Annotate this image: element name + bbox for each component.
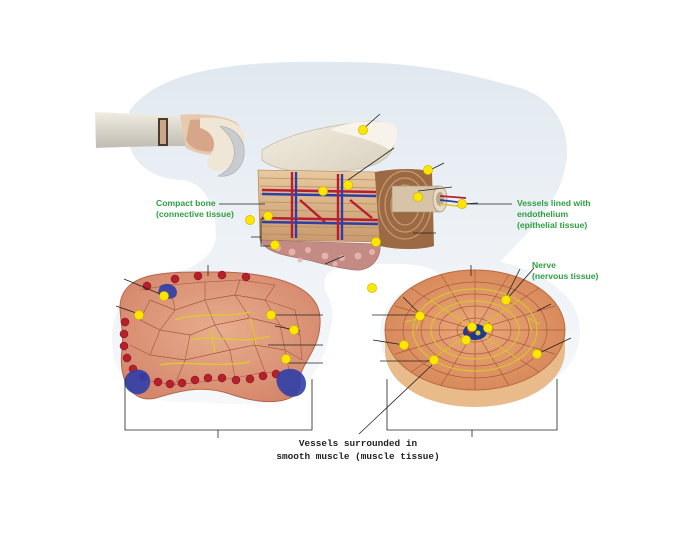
callout-marker[interactable]	[263, 211, 273, 221]
label-nerve-line1: Nerve	[532, 260, 556, 270]
label-compact-bone-line1: Compact bone	[156, 198, 216, 208]
callout-marker[interactable]	[159, 291, 169, 301]
callout-marker[interactable]	[413, 192, 423, 202]
right-nerve-network	[404, 288, 541, 372]
osteon-cross-section	[384, 269, 566, 407]
label-vessels-smooth-muscle-line2: smooth muscle (muscle tissue)	[276, 451, 440, 462]
callout-marker[interactable]	[367, 283, 377, 293]
callout-marker[interactable]	[343, 180, 353, 190]
marker-group	[134, 125, 542, 365]
callout-marker[interactable]	[289, 325, 299, 335]
callout-marker[interactable]	[415, 311, 425, 321]
callout-marker[interactable]	[483, 323, 493, 333]
callout-marker[interactable]	[266, 310, 276, 320]
callout-marker[interactable]	[429, 355, 439, 365]
callout-marker[interactable]	[245, 215, 255, 225]
callout-marker[interactable]	[457, 199, 467, 209]
callout-marker[interactable]	[501, 295, 511, 305]
callout-marker[interactable]	[281, 354, 291, 364]
label-vessels-smooth-muscle: Vessels surrounded in smooth muscle (mus…	[270, 437, 446, 463]
callout-marker[interactable]	[270, 240, 280, 250]
block-vessels	[261, 172, 379, 240]
callout-marker[interactable]	[134, 310, 144, 320]
label-vessels-endothelium-line1: Vessels lined with	[517, 198, 591, 208]
label-vessels-endothelium: Vessels lined with endothelium (epitheli…	[517, 198, 591, 231]
label-nerve: Nerve (nervous tissue)	[532, 260, 598, 282]
label-compact-bone-line2: (connective tissue)	[156, 209, 234, 219]
callout-marker[interactable]	[532, 349, 542, 359]
callout-marker[interactable]	[423, 165, 433, 175]
left-nerve-network	[159, 311, 271, 366]
callout-marker[interactable]	[399, 340, 409, 350]
spongy-bone	[259, 239, 381, 271]
label-vessels-smooth-muscle-line1: Vessels surrounded in	[298, 438, 418, 449]
compact-bone-cross-section	[119, 270, 321, 403]
label-vessels-endothelium-line3: (epithelial tissue)	[517, 220, 588, 230]
left-vessel-beads	[119, 270, 281, 389]
callout-marker[interactable]	[318, 186, 328, 196]
callout-marker[interactable]	[371, 237, 381, 247]
label-compact-bone: Compact bone (connective tissue)	[156, 198, 234, 220]
long-bone-illustration	[95, 112, 245, 177]
callout-marker[interactable]	[461, 335, 471, 345]
label-nerve-line2: (nervous tissue)	[532, 271, 599, 281]
label-vessels-endothelium-line2: endothelium	[517, 209, 569, 219]
callout-marker[interactable]	[467, 322, 477, 332]
callout-marker[interactable]	[358, 125, 368, 135]
